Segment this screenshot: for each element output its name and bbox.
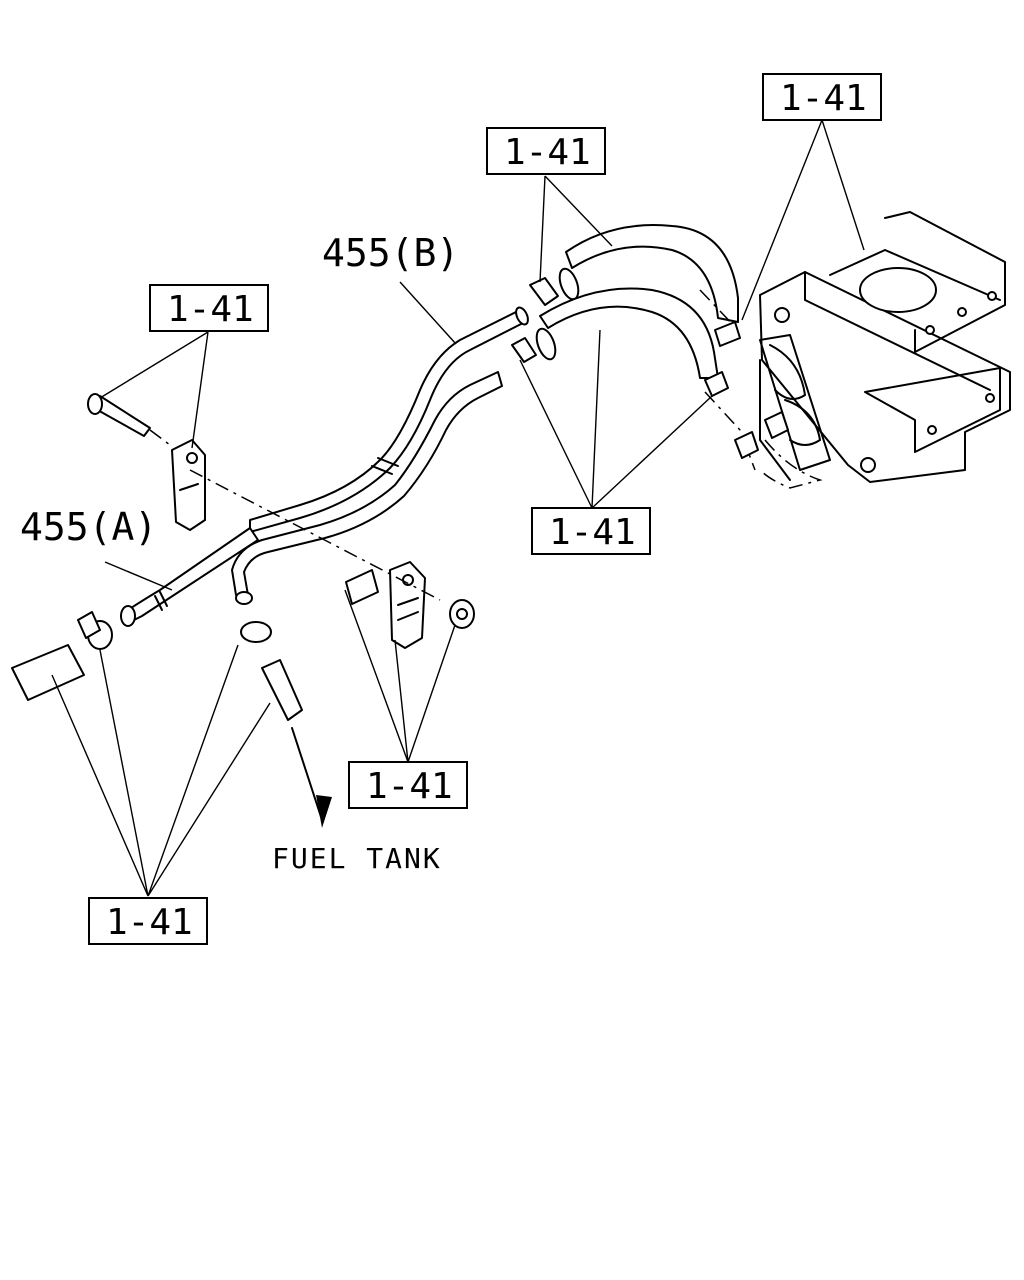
callout-455b: 455(B) [322,231,459,275]
callout-455a: 455(A) [20,505,157,549]
fuel-tank-label: FUEL TANK [272,842,442,875]
ref-box-3: 1-41 [149,284,269,332]
hose-clamp-left [77,611,113,650]
clip-bracket-right [389,561,426,649]
center-line-2 [149,429,171,446]
ref-box-6: 1-41 [88,897,208,945]
label-455b: 455(B) [322,231,459,275]
leader-lines [51,119,865,897]
ref-label-3: 1-41 [167,289,254,330]
ref-box-2: 1-41 [486,127,606,175]
hose-left [11,644,85,701]
lower-hose [535,287,756,471]
ref-label-5: 1-41 [366,766,453,807]
clip-bracket-left [171,439,206,531]
fuel-filter-assembly [759,211,1011,489]
ref-box-5: 1-41 [348,761,468,809]
ref-label-4: 1-41 [549,512,636,553]
ref-box-4: 1-41 [531,507,651,555]
flange-nut [449,599,475,629]
center-line [189,469,441,601]
bolt-left [87,393,151,437]
ref-label-2: 1-41 [504,132,591,173]
upper-hose [558,224,739,331]
hose-clamps-upper [511,277,789,459]
fuel-pipe-455a [120,371,503,627]
ref-label-1: 1-41 [780,78,867,119]
hose-clamp-lower [240,621,272,643]
hose-fuel-tank [261,659,303,721]
retaining-clip [345,569,379,605]
label-455a: 455(A) [20,505,157,549]
arrow-to-fuel-tank [291,727,332,828]
ref-label-6: 1-41 [106,902,193,943]
ref-box-1: 1-41 [762,73,882,121]
